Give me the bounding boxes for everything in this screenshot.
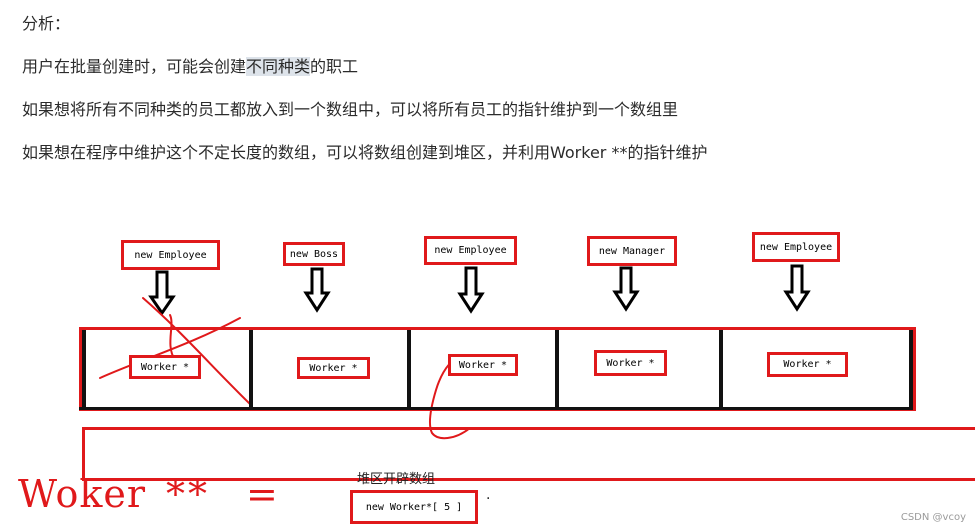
array-divider <box>249 330 253 408</box>
paragraph-1-part-a: 用户在批量创建时，可能会创建 <box>22 57 247 76</box>
object-box-boss: new Boss <box>283 242 345 266</box>
pointer-stars: ** <box>166 472 211 516</box>
array-cell-4: Worker * <box>594 350 667 376</box>
down-arrow-icon-3 <box>457 266 485 314</box>
heap-region <box>82 427 975 481</box>
highlighted-phrase: 不同种类 <box>246 57 311 76</box>
heading: 分析： <box>22 14 71 33</box>
array-cell-5: Worker * <box>767 352 848 377</box>
down-arrow-icon-5 <box>783 264 811 312</box>
pointer-type-label: Woker <box>18 472 147 516</box>
array-bottom-line <box>79 407 913 410</box>
object-box-manager: new Manager <box>587 236 677 266</box>
paragraph-3: 如果想在程序中维护这个不定长度的数组，可以将数组创建到堆区，并利用Worker … <box>22 143 708 162</box>
down-arrow-icon-1 <box>148 270 176 316</box>
down-arrow-icons <box>148 264 811 316</box>
array-cell-1: Worker * <box>129 355 201 379</box>
array-divider <box>82 330 86 408</box>
array-cell-2: Worker * <box>297 357 370 379</box>
down-arrow-icon-2 <box>303 267 331 313</box>
paragraph-1-part-b: 的职工 <box>310 57 359 76</box>
object-box-employee-3: new Employee <box>752 232 840 262</box>
paragraph-2: 如果想将所有不同种类的员工都放入到一个数组中，可以将所有员工的指针维护到一个数组… <box>22 100 679 119</box>
object-box-employee-1: new Employee <box>121 240 220 270</box>
watermark: CSDN @vcoy <box>900 512 966 523</box>
new-array-box: new Worker*[ 5 ] <box>350 490 478 524</box>
paragraph-1: 用户在批量创建时，可能会创建不同种类的职工 <box>22 53 358 77</box>
heap-caption: 堆区开辟数组 <box>357 472 436 487</box>
array-divider <box>719 330 723 408</box>
pointer-expression: Woker ** = <box>18 472 279 516</box>
down-arrow-icon-4 <box>612 266 640 312</box>
trailing-dot: . <box>486 487 491 503</box>
array-divider <box>407 330 411 408</box>
array-cell-3: Worker * <box>448 354 518 376</box>
equals-sign: = <box>246 472 279 516</box>
array-divider <box>909 330 913 408</box>
array-divider <box>555 330 559 408</box>
object-box-employee-2: new Employee <box>424 236 517 265</box>
